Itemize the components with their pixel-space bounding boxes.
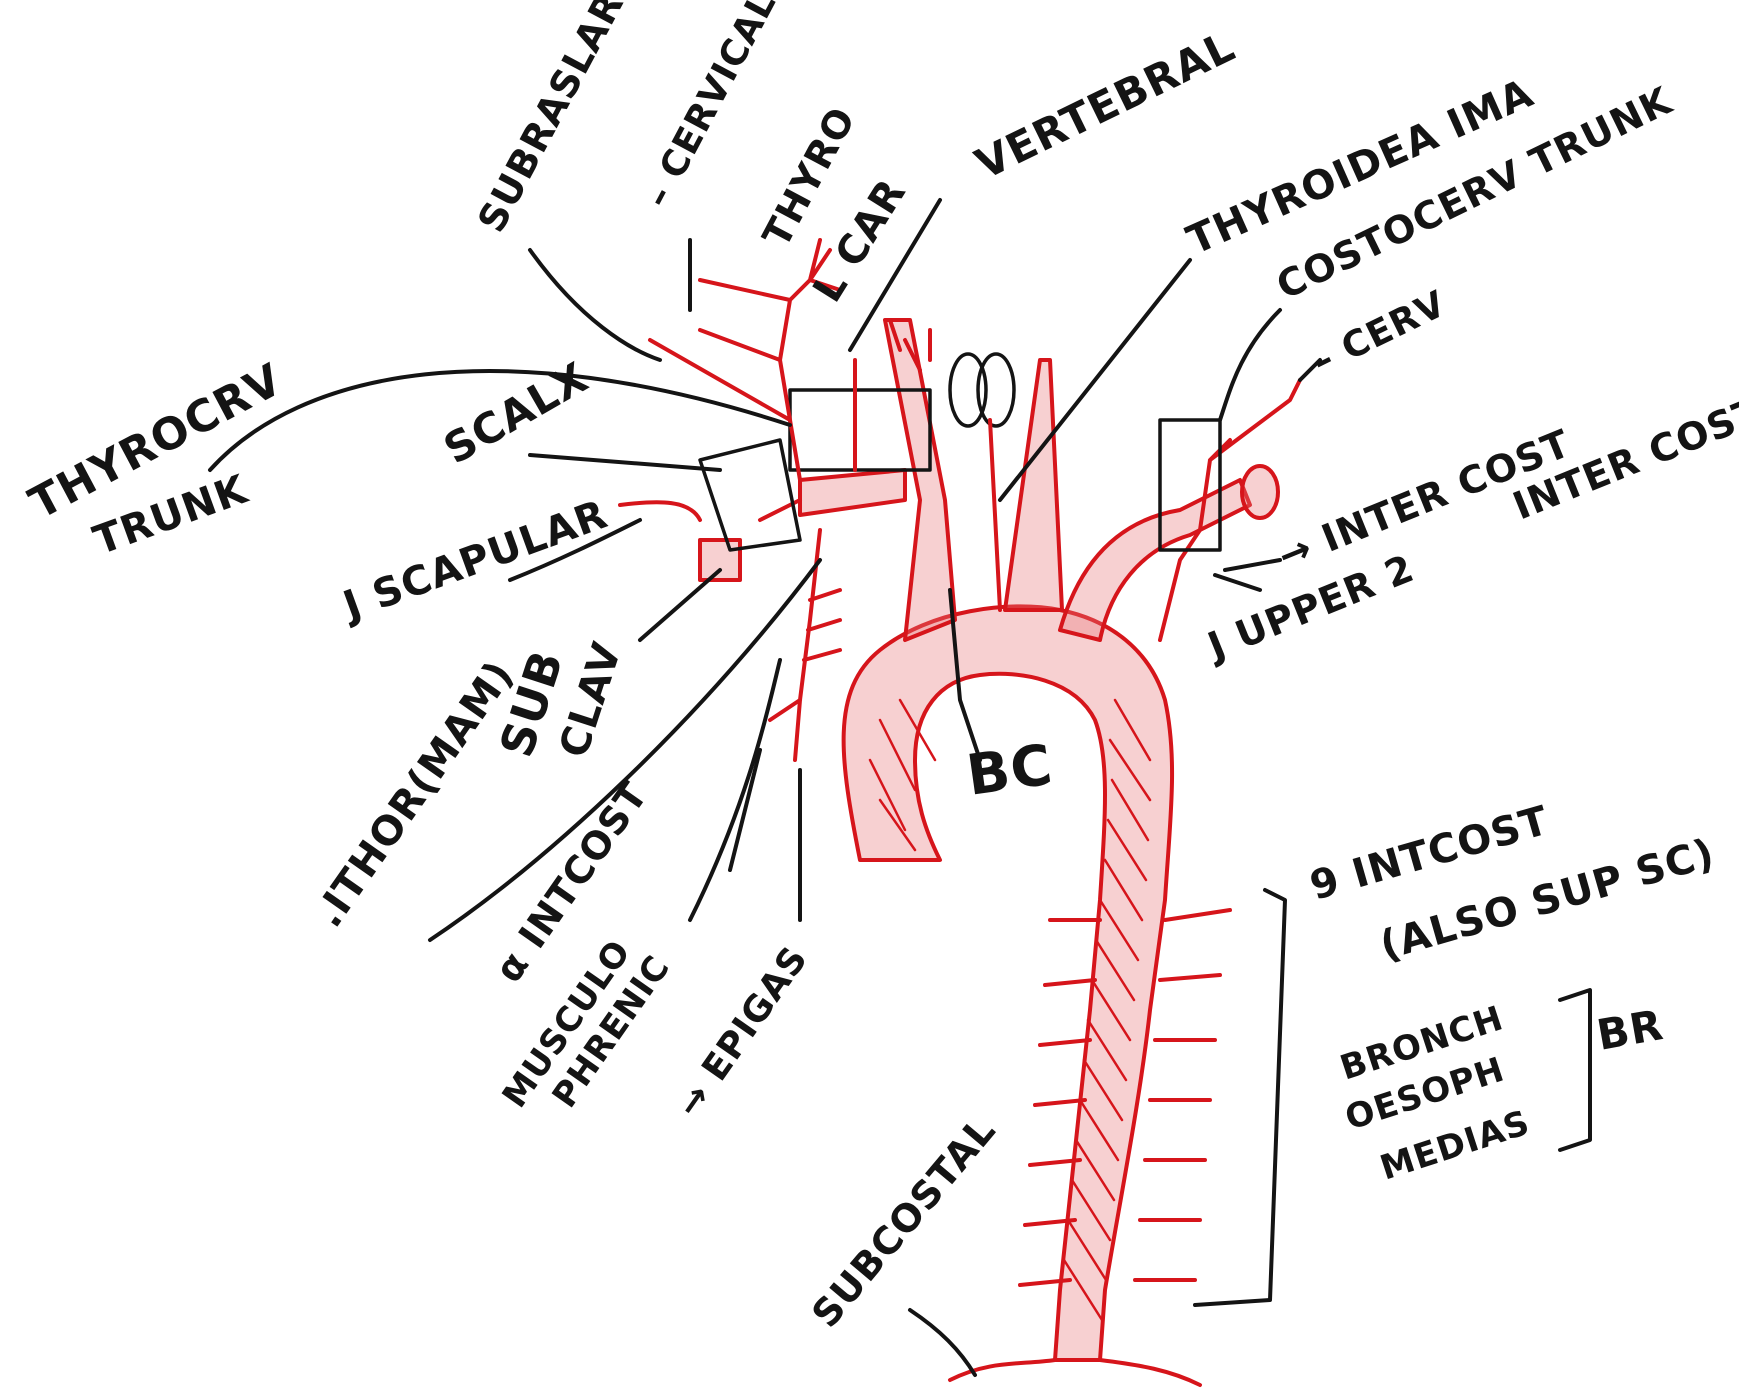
leader-costocerv <box>1220 310 1280 420</box>
brace-intercostals <box>1195 890 1285 1305</box>
label-vertebral: VERTEBRAL <box>968 21 1243 188</box>
label-subraslar: SUBRASLAR <box>469 0 632 239</box>
thyroidea-ima-artery <box>990 420 1000 610</box>
leader-inter-cost-1 <box>1225 560 1280 570</box>
aorta <box>620 240 1300 1385</box>
suprascapular-artery <box>620 500 800 520</box>
scalene-box <box>700 440 800 550</box>
subcostal-arteries <box>950 1360 1200 1385</box>
leader-subraslar <box>530 250 660 360</box>
leader-subclav <box>640 570 720 640</box>
label-br: BR <box>1593 1000 1667 1060</box>
thyroid-lobe-right <box>978 354 1014 426</box>
label-epigas: → EPIGAS <box>669 939 816 1125</box>
right-subclavian <box>800 470 905 515</box>
label-j-scapular: J SCAPULAR <box>335 491 614 630</box>
label-bc: BC <box>963 733 1057 809</box>
label-cerv: – CERV <box>1306 283 1453 383</box>
thyroid-lobe-left <box>950 354 986 426</box>
leader-musculo <box>730 750 760 870</box>
label-ithor-mam: .ITHOR(MAM) <box>306 652 524 935</box>
label-sub-clav-2: CLAV <box>551 637 631 763</box>
scapular-box <box>700 540 740 580</box>
internal-thoracic-artery <box>770 530 840 760</box>
leader-subcostal <box>910 1310 975 1375</box>
left-subclavian-end <box>1242 466 1278 518</box>
leader-inter-cost-2 <box>1215 575 1260 590</box>
label-subcostal: SUBCOSTAL <box>803 1108 1004 1336</box>
leader-scalx <box>530 455 720 470</box>
brace-bronch <box>1560 990 1590 1150</box>
label-cervical: – CERVICAL <box>637 0 785 214</box>
